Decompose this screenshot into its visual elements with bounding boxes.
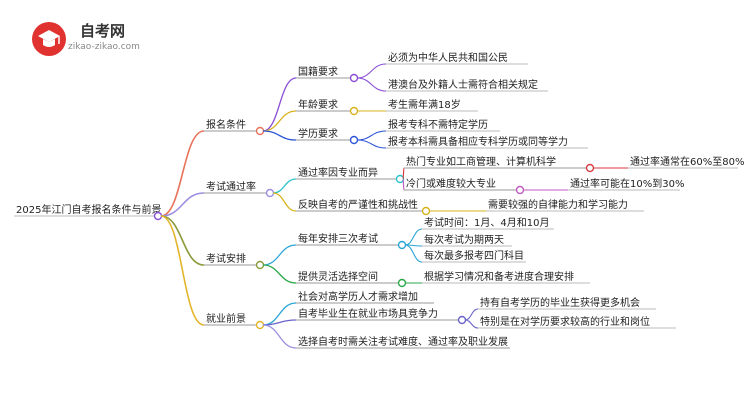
branch-connector-3	[160, 215, 205, 326]
logo-title: 自考网	[80, 22, 126, 40]
leaf-0-0-0: 必须为中华人民共和国公民	[388, 51, 508, 64]
branch-connector-0	[160, 130, 205, 217]
leaf-2-0-2: 每次最多报考四门科目	[424, 249, 524, 262]
node-dot-0-2	[349, 135, 359, 145]
leaf-1-0-0-0: 通过率通常在60%至80%	[630, 155, 744, 168]
connector-3-1-0	[464, 308, 479, 321]
node-dot-2-0	[397, 240, 407, 250]
topic-2-0: 每年安排三次考试	[298, 232, 378, 245]
topic-branch-0: 报名条件	[206, 118, 246, 131]
topic-1-0: 通过率因专业而异	[298, 166, 378, 179]
branch-node-dot-2	[255, 260, 265, 270]
connector-0-2	[262, 130, 297, 141]
leaf-2-0-0: 考试时间：1月、4月和10月	[424, 216, 549, 229]
topic-1-1: 反映自考的严谨性和挑战性	[298, 198, 418, 211]
node-dot-1-0	[395, 174, 405, 184]
topic-3-1: 自考毕业生在就业市场具竞争力	[298, 307, 438, 320]
branch-connector-1	[160, 192, 205, 217]
connector-0-2-1	[356, 139, 387, 149]
leaf-0-1-0: 考生需年满18岁	[388, 98, 461, 111]
topic-0-1: 年龄要求	[298, 98, 338, 111]
topic-branch-1: 考试通过率	[206, 180, 256, 193]
node-dot-1-1	[421, 206, 431, 216]
node-dot-1-0-1	[515, 185, 525, 195]
connector-0-0-0	[356, 63, 387, 79]
root-node-dot	[153, 211, 163, 221]
leaf-0-2-1: 报考本科需具备相应专科学历或同等学力	[388, 135, 568, 148]
node-dot-1-0-0	[585, 163, 595, 173]
branch-node-dot-1	[265, 188, 275, 198]
topic-0-0: 国籍要求	[298, 65, 338, 78]
topic-branch-3: 就业前景	[206, 312, 246, 325]
topic-3-2: 选择自考时需关注考试难度、通过率及职业发展	[298, 335, 508, 348]
branch-node-dot-0	[255, 126, 265, 136]
root-topic: 2025年江门自考报名条件与前景	[16, 203, 161, 216]
connector-0-1	[262, 110, 297, 132]
topic-2-1: 提供灵活选择空间	[298, 270, 378, 283]
node-dot-3-1	[457, 315, 467, 325]
node-dot-2-1	[397, 278, 407, 288]
connector-3-1-1	[464, 319, 479, 329]
leaf-0-0-1: 港澳台及外籍人士需符合相关规定	[388, 78, 538, 91]
connector-0-0	[262, 77, 297, 132]
branch-connector-2	[160, 215, 205, 266]
connector-1-1	[272, 192, 297, 212]
graduation-cap-icon	[32, 22, 66, 56]
connector-1-0	[272, 178, 297, 194]
connector-2-0-0	[404, 228, 423, 246]
connector-1-0-1	[402, 178, 405, 191]
connector-2-0-2	[404, 244, 423, 263]
node-dot-0-0	[349, 73, 359, 83]
leaf-1-1-0: 需要较强的自律能力和学习能力	[488, 198, 628, 211]
connector-3-0	[262, 302, 297, 326]
connector-3-1	[262, 319, 297, 326]
topic-1-0-0: 热门专业如工商管理、计算机科学	[406, 155, 556, 168]
logo-url: zikao-zikao.com	[68, 42, 140, 52]
topic-0-2: 学历要求	[298, 127, 338, 140]
branch-node-dot-3	[255, 320, 265, 330]
leaf-0-2-0: 报考专科不需特定学历	[388, 118, 488, 131]
topic-1-0-1: 冷门或难度较大专业	[406, 177, 496, 190]
leaf-3-1-0: 持有自考学历的毕业生获得更多机会	[480, 296, 640, 309]
leaf-2-1-0: 根据学习情况和备考进度合理安排	[424, 270, 574, 283]
connector-2-1	[262, 264, 297, 284]
leaf-2-0-1: 每次考试为期两天	[424, 233, 504, 246]
connector-0-0-1	[356, 77, 387, 92]
connector-3-2	[262, 324, 297, 349]
topic-branch-2: 考试安排	[206, 252, 246, 265]
leaf-1-0-1-0: 通过率可能在10%到30%	[570, 177, 684, 190]
node-dot-0-1	[349, 106, 359, 116]
connector-2-0	[262, 244, 297, 266]
topic-3-0: 社会对高学历人才需求增加	[298, 290, 418, 303]
leaf-3-1-1: 特别是在对学历要求较高的行业和岗位	[480, 315, 650, 328]
connector-0-2-0	[356, 130, 387, 141]
